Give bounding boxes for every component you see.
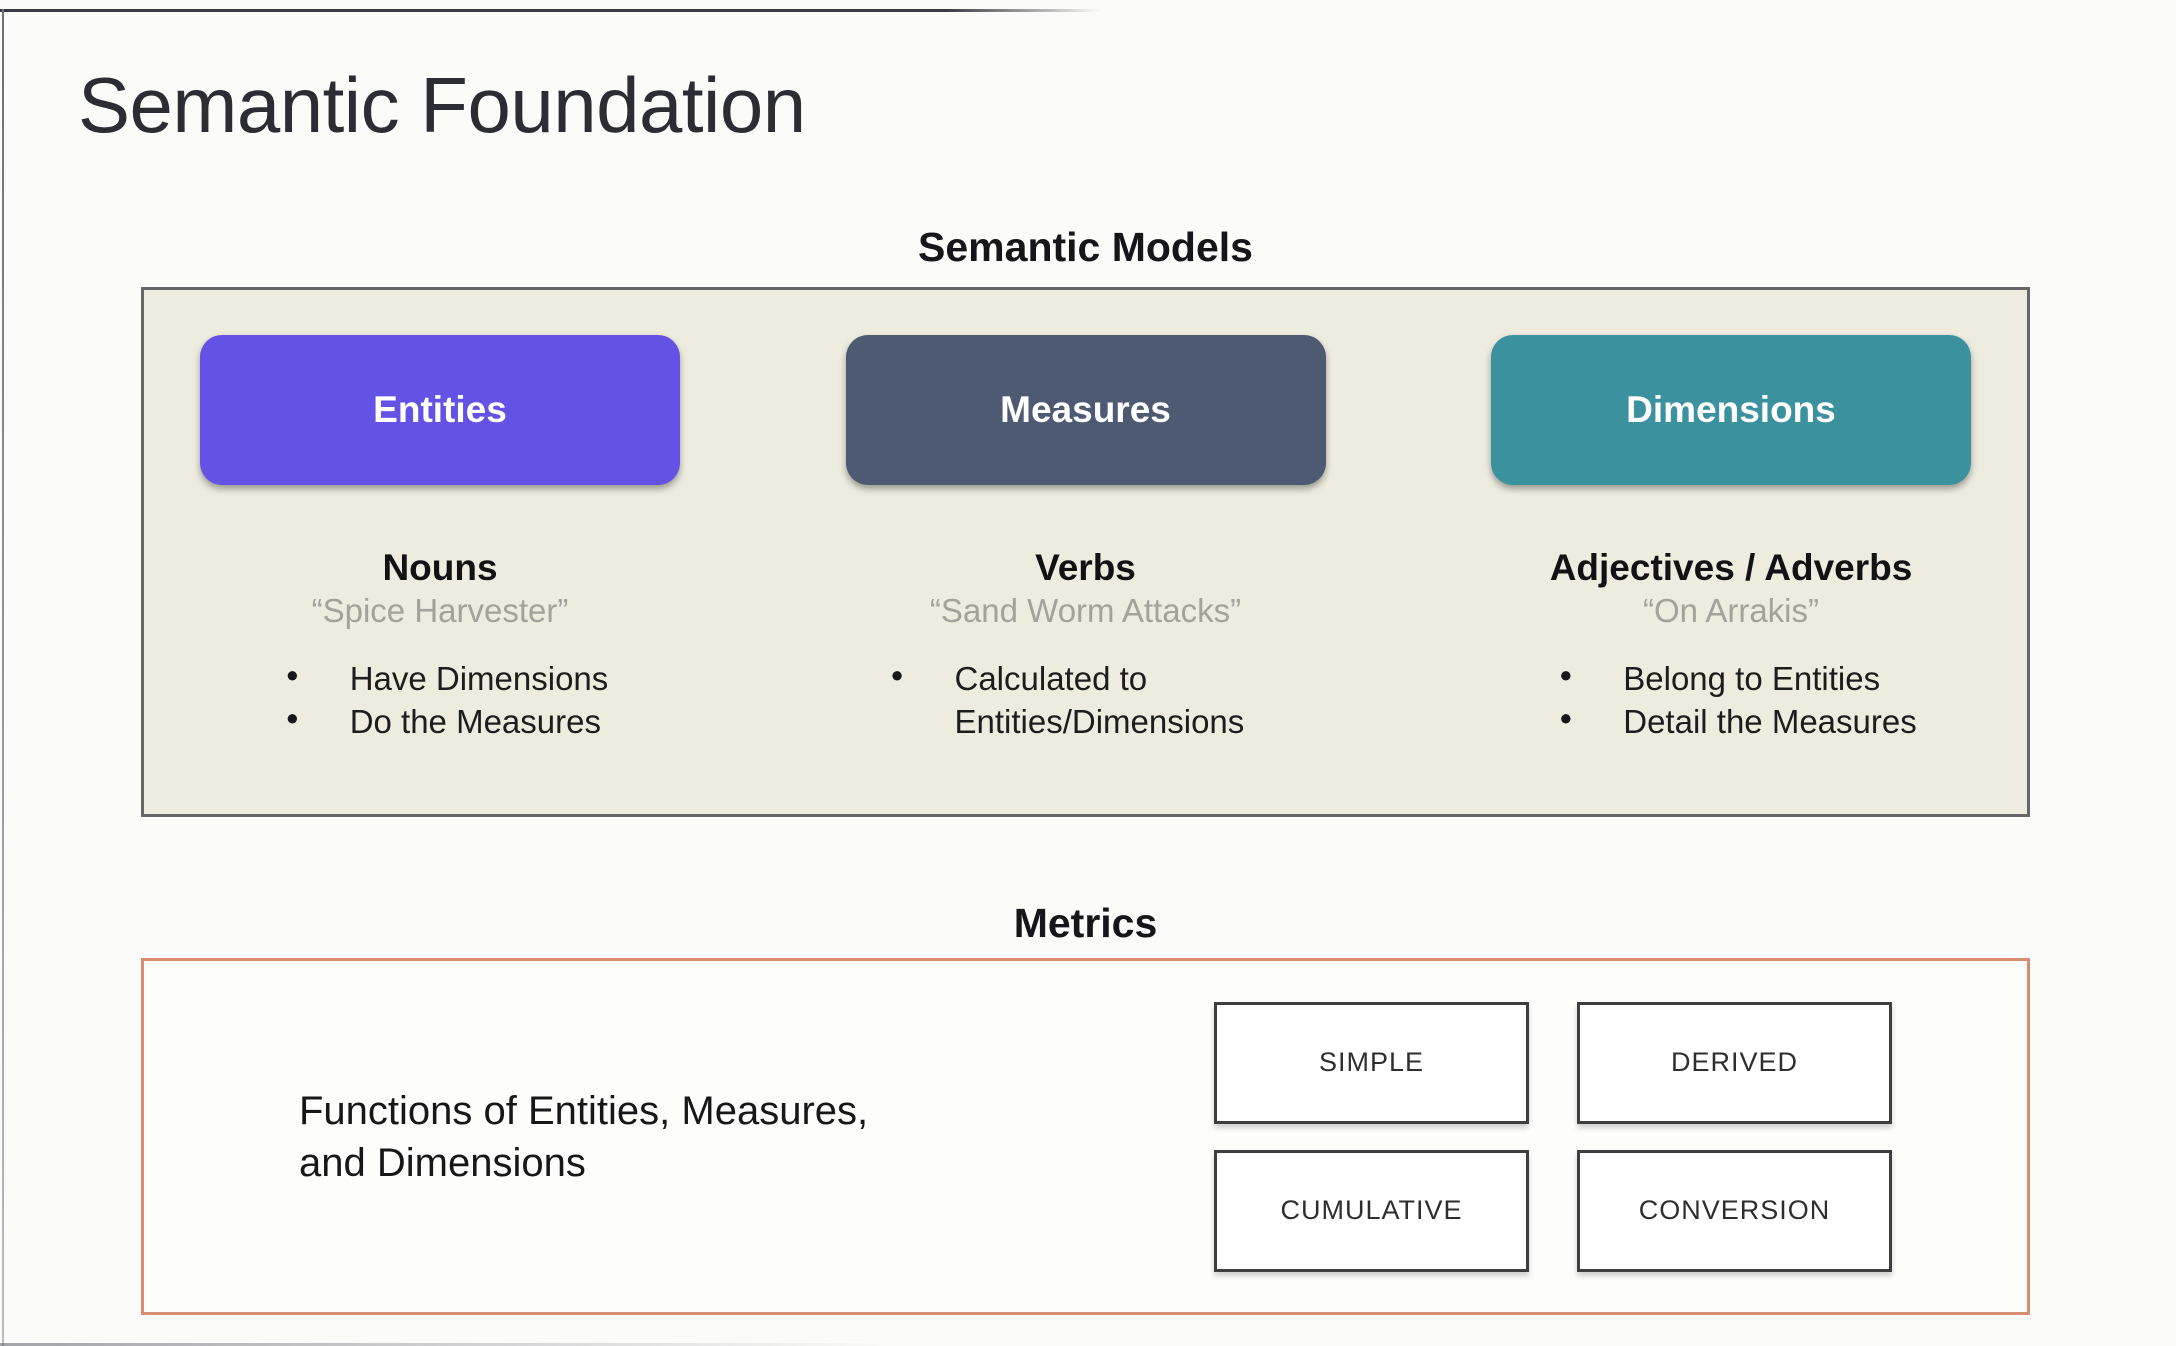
window-edge-bottom — [0, 1343, 900, 1346]
metrics-panel: Functions of Entities, Measures, and Dim… — [141, 958, 2030, 1315]
bullet-item: Belong to Entities — [1545, 658, 1916, 701]
dimensions-bullet-list: Belong to Entities Detail the Measures — [1545, 658, 1916, 744]
slide-title: Semantic Foundation — [78, 61, 806, 149]
dimensions-pill: Dimensions — [1491, 335, 1971, 485]
metric-type-conversion: CONVERSION — [1577, 1149, 1892, 1272]
entities-example-quote: “Spice Harvester” — [311, 592, 569, 629]
model-column-entities: Entities Nouns “Spice Harvester” Have Di… — [200, 335, 680, 814]
measures-example-quote: “Sand Worm Attacks” — [929, 592, 1242, 629]
entities-part-of-speech: Nouns — [382, 547, 498, 588]
model-column-dimensions: Dimensions Adjectives / Adverbs “On Arra… — [1491, 335, 1971, 814]
dimensions-part-of-speech: Adjectives / Adverbs — [1549, 547, 1913, 588]
metric-type-derived: DERIVED — [1577, 1001, 1892, 1124]
measures-bullet-list: Calculated to Entities/Dimensions — [877, 658, 1295, 744]
model-column-measures: Measures Verbs “Sand Worm Attacks” Calcu… — [845, 335, 1326, 814]
metric-types-grid: SIMPLE DERIVED CUMULATIVE CONVERSION — [1214, 1001, 1892, 1272]
dimensions-example-quote: “On Arrakis” — [1642, 592, 1820, 629]
bullet-item: Detail the Measures — [1545, 701, 1916, 744]
semantic-models-heading: Semantic Models — [918, 224, 1253, 270]
window-edge-top — [0, 9, 1100, 12]
metric-type-cumulative: CUMULATIVE — [1214, 1149, 1529, 1272]
measures-part-of-speech: Verbs — [1035, 547, 1136, 588]
bullet-item: Have Dimensions — [272, 658, 609, 701]
window-edge-left — [2, 9, 4, 1346]
entities-bullet-list: Have Dimensions Do the Measures — [272, 658, 609, 744]
semantic-models-panel: Entities Nouns “Spice Harvester” Have Di… — [141, 287, 2030, 817]
bullet-item: Do the Measures — [272, 701, 609, 744]
bullet-item: Calculated to Entities/Dimensions — [877, 658, 1295, 744]
entities-pill: Entities — [200, 335, 680, 485]
metric-type-simple: SIMPLE — [1214, 1001, 1529, 1124]
metrics-heading: Metrics — [1013, 900, 1158, 946]
metrics-description: Functions of Entities, Measures, and Dim… — [299, 1088, 869, 1185]
measures-pill: Measures — [845, 335, 1326, 485]
